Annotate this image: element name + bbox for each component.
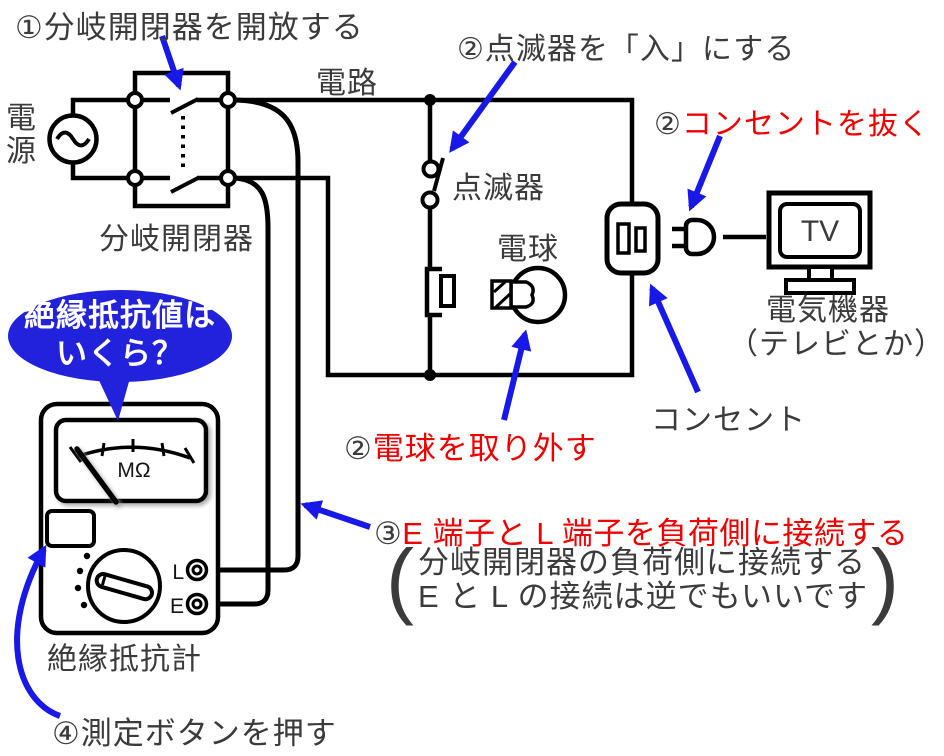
step2-switch-annotation: ②点滅器を「入」にする — [457, 33, 796, 66]
lead-E-wire — [201, 175, 271, 607]
speech-bubble — [8, 290, 232, 421]
step2-bulb-annotation: ②電球を取り外す — [344, 423, 597, 468]
appliance-label: 電気機器 （テレビとか） — [728, 294, 944, 362]
appliance-label-line2: （テレビとか） — [728, 328, 944, 361]
arrow-step2-bulb — [501, 329, 532, 421]
junction-dot-bottom — [424, 369, 436, 381]
switch-label: 点滅器 — [452, 172, 545, 205]
breaker-terminal — [219, 91, 237, 109]
power-source-sine-icon — [55, 130, 91, 148]
breaker-blade-top — [170, 97, 199, 115]
switch-contact-top — [421, 159, 441, 179]
step1-annotation: ①分岐開閉器を開放する — [15, 10, 364, 45]
outlet-symbol — [604, 201, 661, 276]
arrow-step2-switch — [449, 60, 518, 153]
note-line1: 分岐開閉器の負荷側に接続する — [417, 544, 866, 580]
speech-bubble-tail — [96, 374, 130, 421]
switch-symbol — [420, 157, 445, 210]
appliance-label-line1: 電気機器 — [766, 294, 890, 327]
circuit-label: 電路 — [316, 67, 378, 100]
bubble-question-line1: 絶縁抵抗値は — [24, 298, 216, 333]
wire-source-bottom — [70, 162, 130, 181]
tv-screen-label: TV — [801, 215, 839, 248]
power-source-label: 電源 — [6, 102, 37, 168]
bulb-base-hatch — [492, 280, 512, 309]
step2-outlet-annotation: ②コンセントを抜く — [654, 99, 930, 143]
meter-needle — [74, 446, 119, 505]
wire-circuit-top — [235, 97, 635, 204]
outlet-label: コンセント — [651, 404, 806, 437]
tv-base — [784, 278, 856, 295]
step2-bulb-number: ② — [344, 431, 373, 466]
meter-unit-label: MΩ — [117, 459, 150, 482]
bubble-question-line2: いくら？ — [56, 336, 184, 371]
breaker-terminal — [219, 169, 237, 187]
tv-screen — [778, 202, 862, 259]
plug-body — [683, 217, 717, 257]
arrow-outlet-label — [648, 283, 701, 394]
step2-outlet-number: ② — [654, 108, 682, 141]
lead-L-wire — [201, 97, 301, 573]
meter-symbol: MΩ L E — [38, 401, 221, 636]
step4-annotation: ④測定ボタンを押す — [52, 716, 337, 751]
terminal-L[interactable] — [185, 558, 209, 582]
arrow-step3-leads — [300, 500, 371, 530]
bulb-stem — [509, 280, 535, 309]
step2-bulb-text: 電球を取り外す — [372, 431, 597, 466]
junction-dot-top — [424, 94, 436, 106]
arrow-step1-breaker — [159, 35, 184, 91]
range-dial-knob[interactable] — [94, 572, 154, 602]
step2-outlet-text: コンセントを抜く — [681, 108, 930, 141]
terminal-L-label: L — [172, 561, 184, 584]
note-paren-open: ( — [386, 532, 415, 626]
meter-label: 絶縁抵抗計 — [47, 643, 202, 676]
step3-annotation: ③E 端子と L 端子を負荷側に接続する — [374, 508, 908, 553]
range-dial-dots — [74, 552, 91, 609]
outlet-slot-left — [616, 222, 631, 255]
arrow-step2-unplug — [687, 134, 723, 212]
power-source-symbol — [47, 113, 99, 165]
switch-contact-bottom — [420, 190, 440, 210]
wire-source-top — [70, 97, 130, 116]
outlet-slot-right — [634, 226, 647, 253]
breaker-symbol — [126, 70, 237, 209]
arrow-step4-button — [14, 544, 62, 719]
outlet-body — [604, 201, 661, 276]
annotation-arrows — [14, 35, 723, 719]
speech-bubble-ellipse — [8, 290, 232, 382]
measure-button[interactable] — [45, 509, 96, 548]
note-body: 分岐開閉器の負荷側に接続する E と L の接続は逆でもいいです — [415, 544, 871, 614]
range-dial-knob-mark — [100, 575, 107, 586]
breaker-terminal — [126, 169, 144, 187]
bulb-label: 電球 — [497, 233, 559, 266]
breaker-terminal — [126, 91, 144, 109]
step3-number: ③ — [374, 516, 403, 551]
note-line2: E と L の接続は逆でもいいです — [417, 578, 869, 614]
bubble-question: 絶縁抵抗値は いくら？ — [8, 297, 232, 373]
note-paren-close: ) — [871, 532, 901, 626]
step3-note: ( 分岐開閉器の負荷側に接続する E と L の接続は逆でもいいです ) — [386, 532, 901, 626]
breaker-label: 分岐開閉器 — [99, 223, 254, 256]
meter-test-leads — [201, 97, 301, 607]
lamp-socket-symbol — [424, 266, 456, 318]
plug-symbol — [672, 217, 766, 257]
lamp-socket-inner — [439, 274, 456, 308]
terminal-E[interactable] — [185, 592, 209, 616]
meter-display — [53, 417, 209, 504]
bulb-symbol — [490, 265, 568, 325]
meter-scale-ticks — [68, 439, 196, 464]
terminal-E-label: E — [170, 595, 184, 618]
tv-symbol: TV — [766, 190, 873, 295]
switch-blade — [432, 157, 445, 192]
step3-text: E 端子と L 端子を負荷側に接続する — [402, 516, 909, 551]
breaker-blade-bottom — [170, 176, 199, 194]
lamp-socket-bracket — [424, 266, 442, 318]
